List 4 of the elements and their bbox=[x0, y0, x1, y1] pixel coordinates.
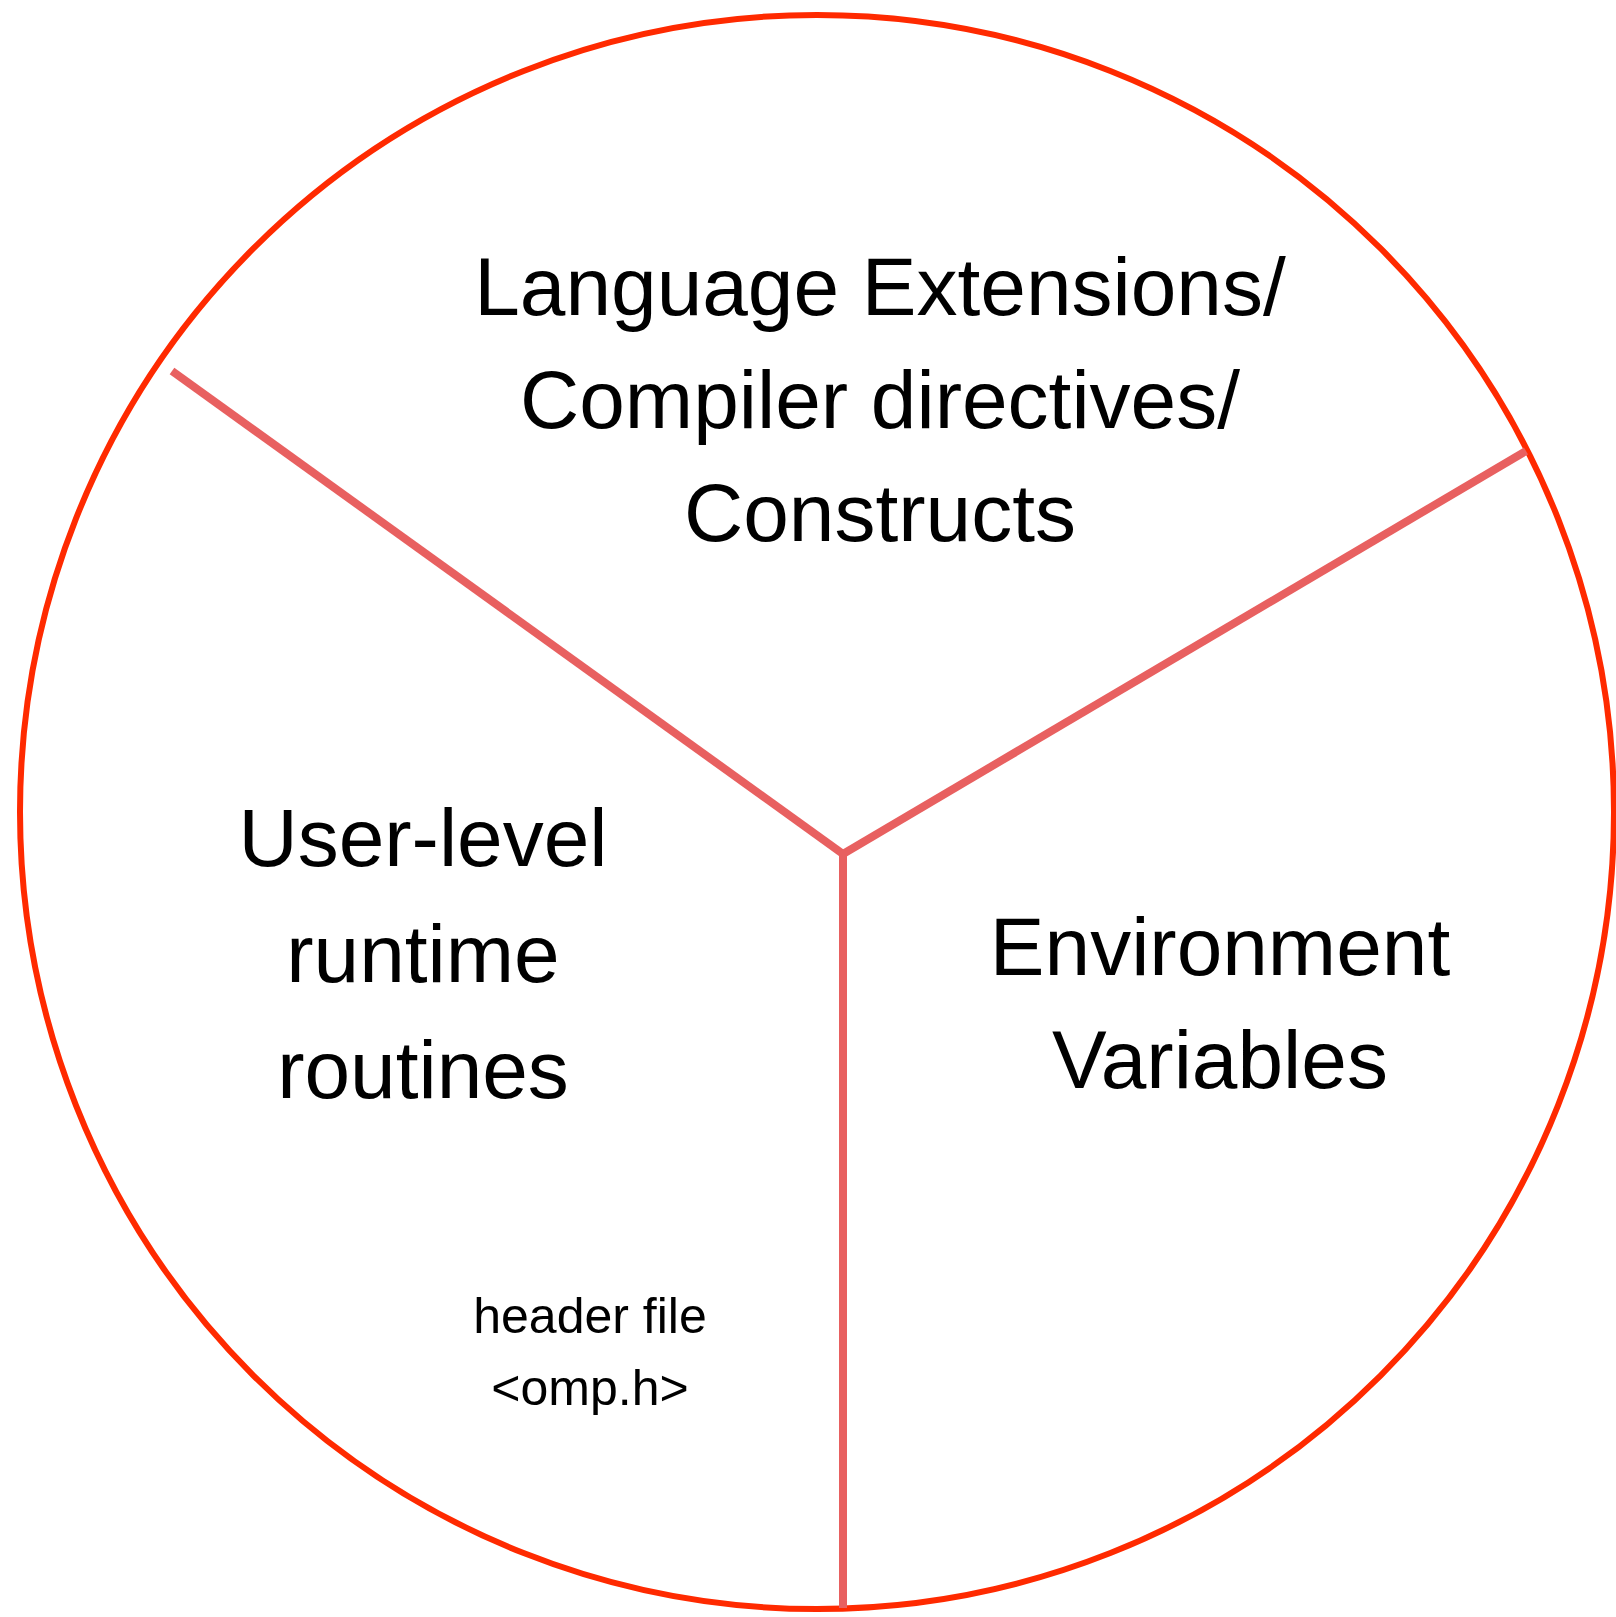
sector-label: Language Extensions/ Compiler directives/ Constructs bbox=[473, 240, 1287, 560]
sector-label: Environment Variables bbox=[988, 900, 1452, 1107]
sector-label: User-level runtime routines bbox=[237, 791, 609, 1117]
header-note: header file <omp.h> bbox=[472, 1287, 708, 1418]
